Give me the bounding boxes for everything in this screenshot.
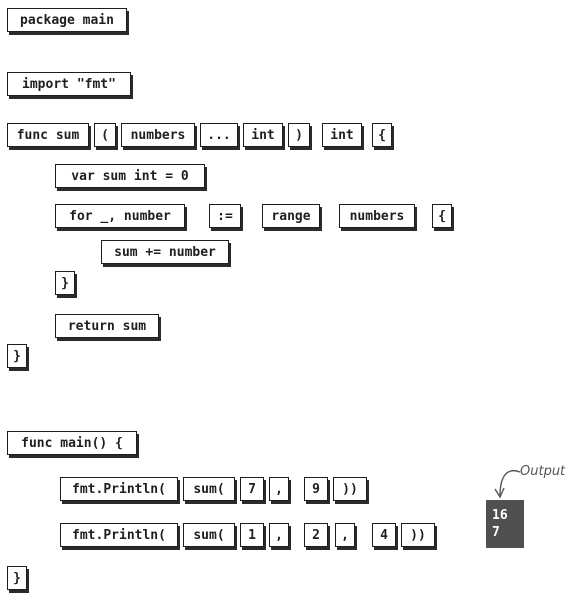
- arg-2-magnet: 2: [304, 523, 328, 547]
- short-assign-magnet: :=: [209, 204, 241, 228]
- sum-func-keyword-magnet: func sum: [7, 123, 89, 147]
- main-func-header-magnet: func main() {: [7, 431, 137, 455]
- sum-open-paren-magnet: (: [94, 123, 116, 147]
- output-arrow-icon: [494, 469, 521, 499]
- output-line-1: 16: [492, 508, 508, 523]
- for-close-brace-magnet: }: [55, 271, 75, 295]
- sum-close-paren-magnet: ): [288, 123, 310, 147]
- main-func-close-brace-magnet: }: [7, 566, 27, 590]
- sum-open-brace-magnet: {: [372, 123, 392, 147]
- comma-call2-first-magnet: ,: [269, 523, 289, 547]
- sum-ellipsis-magnet: ...: [200, 123, 238, 147]
- var-sum-magnet: var sum int = 0: [55, 164, 205, 188]
- sum-call2-magnet: sum(: [183, 523, 235, 547]
- sum-return-type-magnet: int: [322, 123, 362, 147]
- sum-call1-magnet: sum(: [183, 477, 235, 501]
- comma-call1-magnet: ,: [269, 477, 289, 501]
- output-label: Output: [520, 464, 566, 479]
- output-console: 16 7: [486, 500, 524, 548]
- output-line-2: 7: [492, 525, 500, 540]
- comma-call2-second-magnet: ,: [335, 523, 355, 547]
- arg-4-magnet: 4: [372, 523, 396, 547]
- close-parens-call1-magnet: )): [333, 477, 367, 501]
- println-call2-magnet: fmt.Println(: [60, 523, 178, 547]
- package-magnet: package main: [7, 8, 127, 32]
- arg-9-magnet: 9: [304, 477, 328, 501]
- for-open-brace-magnet: {: [432, 204, 452, 228]
- range-keyword-magnet: range: [262, 204, 320, 228]
- arg-7-magnet: 7: [240, 477, 264, 501]
- sum-param-name-magnet: numbers: [121, 123, 195, 147]
- close-parens-call2-magnet: )): [401, 523, 435, 547]
- for-loop-magnet: for _, number: [55, 204, 185, 228]
- sum-accumulate-magnet: sum += number: [101, 240, 229, 264]
- sum-param-type-magnet: int: [243, 123, 283, 147]
- arg-1-magnet: 1: [240, 523, 264, 547]
- return-sum-magnet: return sum: [55, 314, 159, 338]
- import-magnet: import "fmt": [7, 72, 131, 96]
- range-target-magnet: numbers: [339, 204, 415, 228]
- sum-func-close-brace-magnet: }: [7, 344, 27, 368]
- println-call1-magnet: fmt.Println(: [60, 477, 178, 501]
